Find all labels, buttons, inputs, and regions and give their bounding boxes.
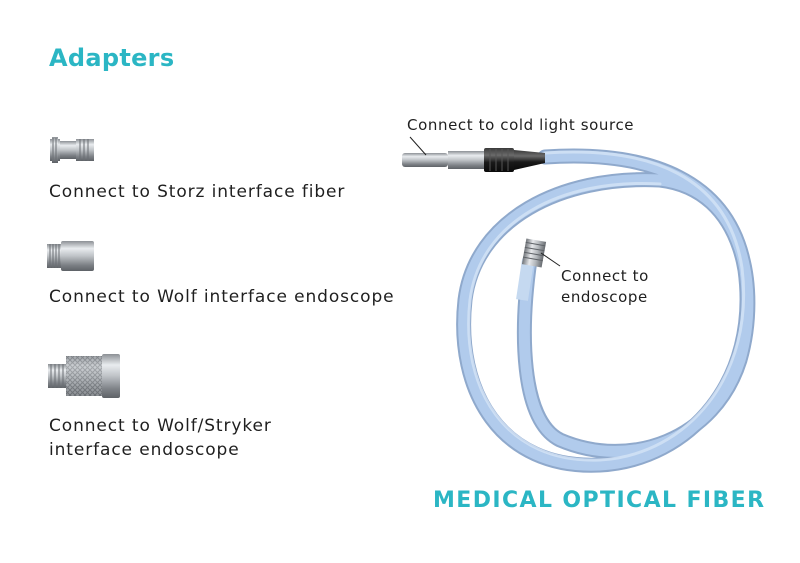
wolf-stryker-adapter-label: Connect to Wolf/Stryker interface endosc…	[49, 414, 272, 462]
wolf-stryker-label-line2: interface endoscope	[49, 440, 240, 460]
storz-adapter-icon	[50, 137, 94, 163]
endoscope-callout-line1: Connect to	[561, 267, 649, 285]
light-source-connector-icon	[402, 148, 545, 172]
wolf-stryker-label-line1: Connect to Wolf/Stryker	[49, 416, 272, 436]
wolf-adapter-icon	[47, 241, 94, 271]
product-title: MEDICAL OPTICAL FIBER	[433, 488, 766, 513]
wolf-stryker-adapter-icon	[48, 354, 120, 398]
wolf-adapter-label: Connect to Wolf interface endoscope	[49, 287, 395, 307]
endoscope-callout-line2: endoscope	[561, 288, 648, 306]
section-heading: Adapters	[49, 44, 175, 72]
endoscope-callout: Connect to endoscope	[561, 266, 649, 308]
storz-adapter-label: Connect to Storz interface fiber	[49, 182, 346, 202]
endoscope-connector-icon	[516, 238, 547, 301]
light-source-callout: Connect to cold light source	[407, 116, 635, 134]
light-source-leader-line	[409, 136, 427, 156]
endoscope-leader-line	[540, 252, 561, 267]
optical-fiber-cable	[456, 148, 756, 473]
